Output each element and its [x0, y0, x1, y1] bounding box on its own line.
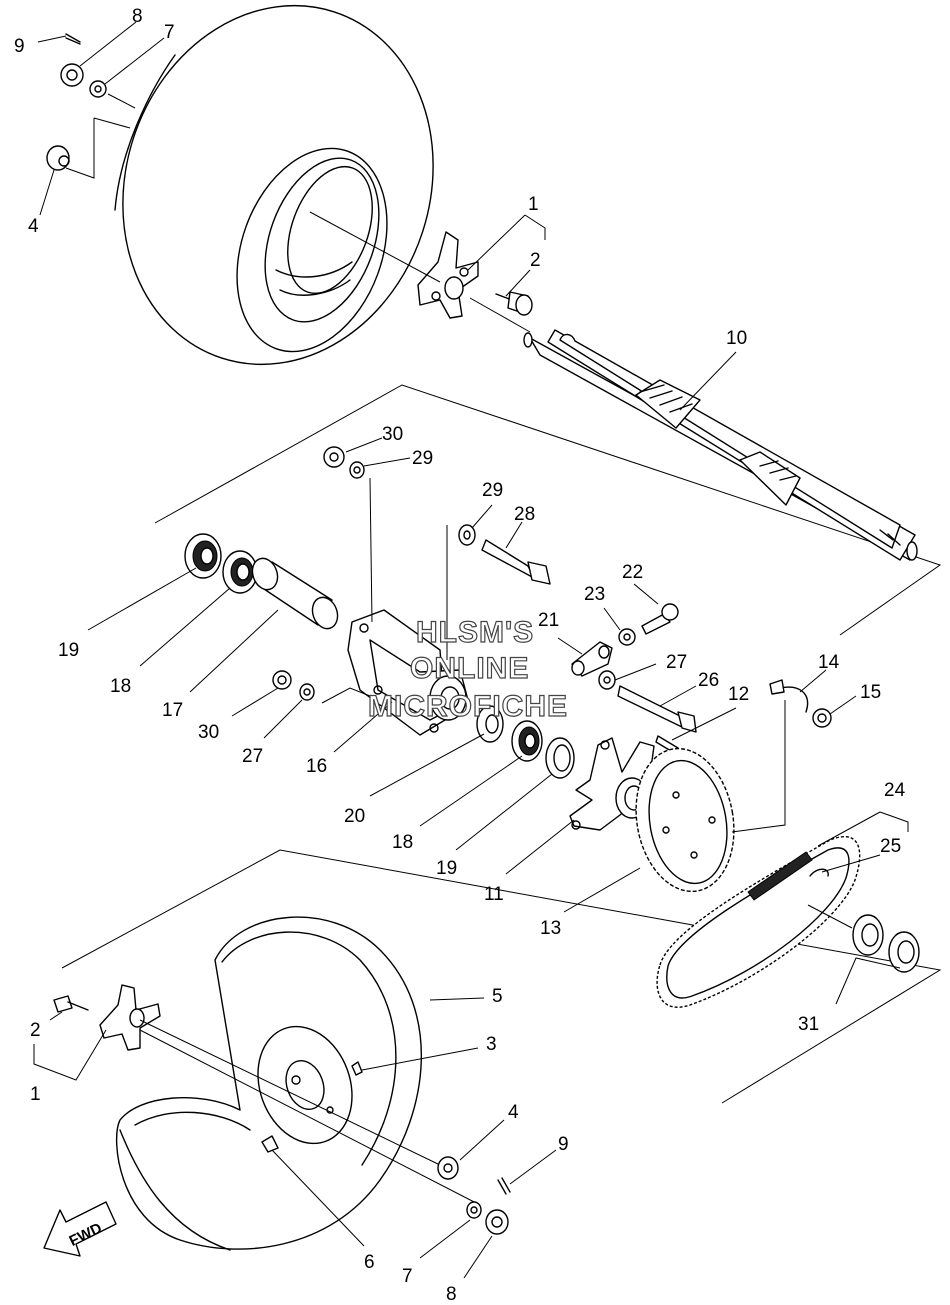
callout-17: 17: [162, 700, 183, 721]
tire-valve-3: [351, 1061, 363, 1076]
callout-27: 27: [242, 746, 263, 767]
drive-chain-24: [656, 835, 861, 1008]
callout-18: 18: [392, 832, 413, 853]
leader-lines: [33, 21, 909, 1279]
callout-4: 4: [508, 1102, 519, 1123]
cotter-pin-upper: [65, 33, 81, 45]
callout-26: 26: [698, 670, 719, 691]
watermark-line-2: ONLINE: [410, 652, 529, 685]
callout-6: 6: [364, 1252, 375, 1273]
bearing-housing-16: [347, 609, 469, 736]
bracket-21: [571, 641, 613, 677]
hub-upper: [417, 231, 479, 319]
callout-1: 1: [528, 194, 539, 215]
callout-3: 3: [486, 1034, 497, 1055]
callout-30: 30: [198, 722, 219, 743]
callout-11: 11: [484, 884, 504, 905]
callout-31: 31: [798, 1014, 819, 1035]
leader-bracket-4a: [65, 118, 95, 179]
callout-19: 19: [58, 640, 79, 661]
callout-27: 27: [666, 652, 687, 673]
master-link-25: [809, 868, 829, 877]
rear-axle: [523, 329, 918, 561]
callout-1: 1: [30, 1084, 41, 1105]
callout-19: 19: [436, 858, 457, 879]
cotter-pin-lower: [497, 1177, 511, 1195]
washer-upper: [89, 80, 107, 98]
bearing-20: [476, 705, 504, 743]
clip-14: [769, 679, 809, 713]
oil-seal-19-lower: [545, 737, 575, 779]
washer-27-lower: [299, 683, 315, 701]
bearing-18-upper: [222, 550, 258, 594]
nut-30-upper: [323, 446, 345, 468]
bolt-26: [617, 685, 697, 733]
nut-23: [618, 628, 636, 646]
washer-29-upper: [349, 461, 365, 479]
bearing-19-upper: [184, 533, 222, 579]
washer-27-upper: [598, 670, 616, 690]
wheel-nut-lower: [437, 1156, 459, 1180]
callout-12: 12: [728, 684, 749, 705]
hub-bolt-upper: [495, 291, 533, 316]
axle-nut-lower: [485, 1209, 509, 1235]
watermark-line-3: MICROFICHE: [368, 690, 568, 723]
sprocket-13: [635, 747, 735, 893]
callout-9: 9: [14, 36, 25, 57]
callout-21: 21: [538, 610, 559, 631]
assembly-box-middle: [154, 384, 942, 636]
callout-8: 8: [446, 1284, 457, 1305]
callout-numbers: 9 8 7 4 1 2 10 30 29 29 28 22 23 21 27 2…: [14, 6, 906, 1305]
callout-13: 13: [540, 918, 561, 939]
watermark-line-1: HLSM'S: [416, 616, 534, 649]
callout-29: 29: [482, 480, 503, 501]
callout-9: 9: [558, 1134, 569, 1155]
assembly-box-lower: [61, 849, 942, 1104]
callout-25: 25: [880, 836, 901, 857]
callout-23: 23: [584, 584, 605, 605]
callout-29: 29: [412, 448, 433, 469]
callout-7: 7: [164, 22, 175, 43]
spacer-17: [251, 557, 339, 630]
fwd-arrow: FWD: [43, 1201, 117, 1257]
nut-15: [812, 708, 832, 728]
callout-4: 4: [28, 216, 39, 237]
callout-20: 20: [344, 806, 365, 827]
washer-29-lower: [458, 524, 476, 546]
upper-wheel: [114, 4, 434, 366]
callout-2: 2: [530, 250, 541, 271]
watermark: HLSM'S ONLINE MICROFICHE: [367, 615, 568, 723]
hub-bolt-lower: [53, 995, 89, 1013]
bolt-28: [481, 539, 551, 585]
lower-wheel: [115, 916, 423, 1251]
callout-14: 14: [818, 652, 840, 673]
callout-15: 15: [860, 682, 881, 703]
callout-5: 5: [492, 986, 503, 1007]
callout-30: 30: [382, 424, 403, 445]
valve-6: [261, 1135, 279, 1153]
callout-16: 16: [306, 756, 327, 777]
callout-10: 10: [726, 328, 747, 349]
washer-lower: [466, 1201, 482, 1219]
callout-22: 22: [622, 562, 643, 583]
bearing-18-lower: [511, 720, 543, 762]
nut-30-lower: [272, 670, 292, 690]
bolt-22: [641, 603, 679, 635]
callout-18: 18: [110, 676, 131, 697]
seal-31-inner: [852, 914, 884, 956]
wheel-nut-upper: [46, 145, 70, 171]
callout-24: 24: [884, 780, 906, 801]
callout-28: 28: [514, 504, 535, 525]
callout-8: 8: [132, 6, 143, 27]
axle-nut-upper: [60, 63, 84, 87]
hub-lower: [99, 984, 161, 1051]
callout-2: 2: [30, 1020, 41, 1041]
callout-7: 7: [402, 1266, 413, 1287]
seal-31-outer: [888, 931, 920, 973]
